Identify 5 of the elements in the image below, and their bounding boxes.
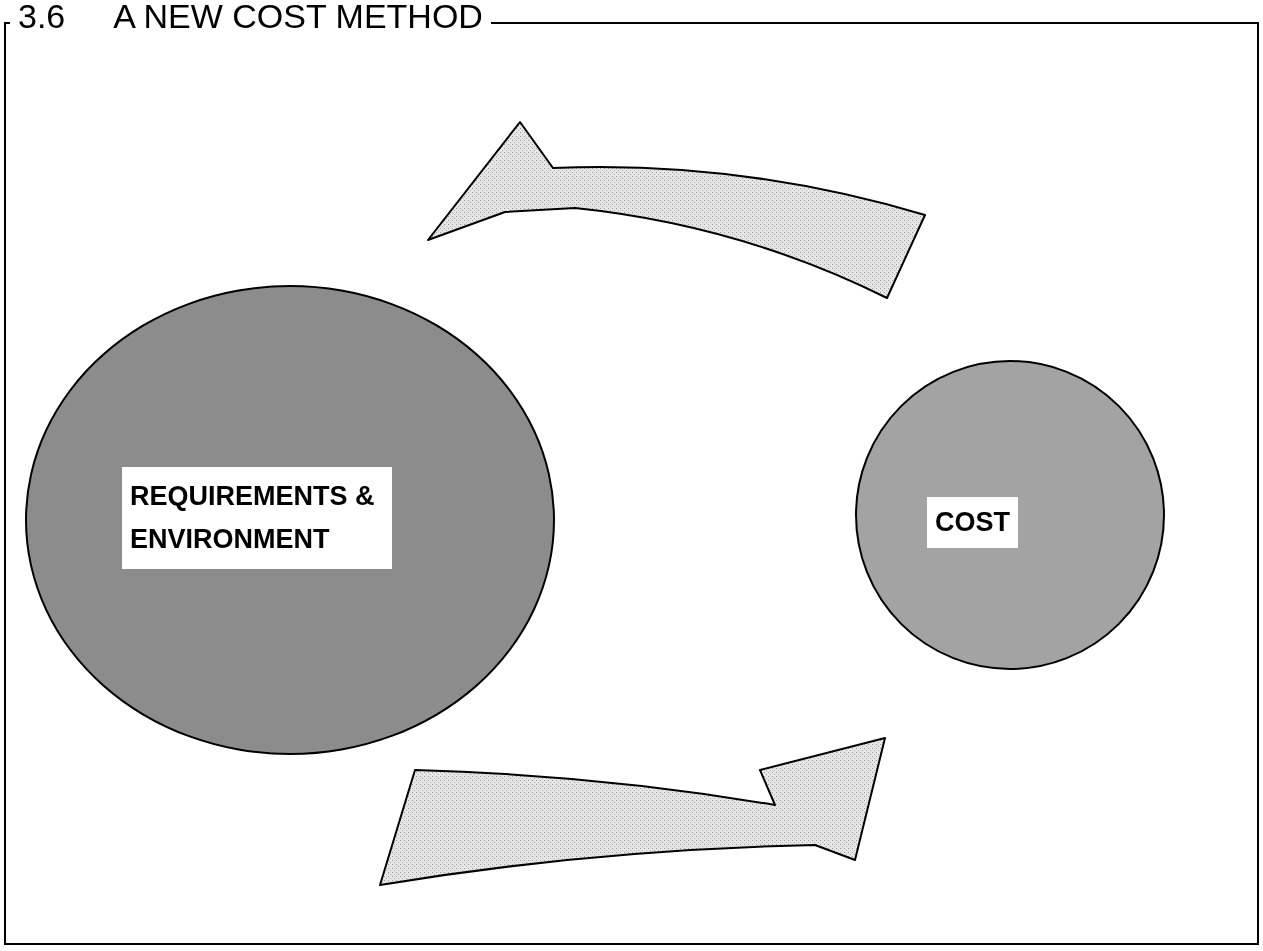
curved-block-arrow xyxy=(379,737,886,886)
node-label: REQUIREMENTS & ENVIRONMENT xyxy=(122,467,392,570)
section-number: 3.6 xyxy=(18,0,66,37)
node-label: COST xyxy=(927,497,1018,549)
title: A NEW COST METHOD xyxy=(113,0,483,37)
